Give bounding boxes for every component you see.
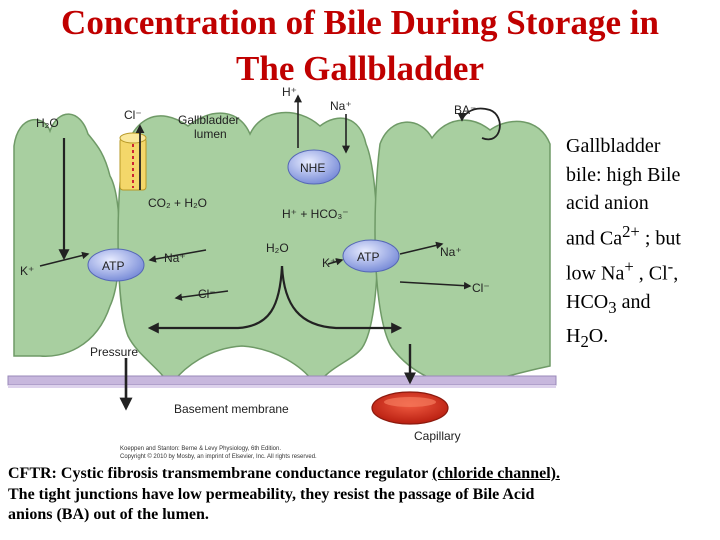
side-line-4a: and Ca xyxy=(566,227,623,250)
label-cl-top: Cl⁻ xyxy=(124,108,142,122)
side-description: Gallbladder bile: high Bile acid anion a… xyxy=(566,132,718,357)
side-line-4b: ; but xyxy=(639,227,681,250)
nhe-exchanger-icon xyxy=(287,149,341,185)
left-cell xyxy=(13,113,121,357)
atp-pump-left-icon xyxy=(87,248,145,282)
atp-pump-right-icon xyxy=(342,239,400,273)
capillary-vessel xyxy=(371,391,449,425)
side-line-5: low Na+ , Cl-, xyxy=(566,253,718,288)
label-pressure: Pressure xyxy=(90,345,138,359)
label-capillary: Capillary xyxy=(414,429,461,443)
ba-recycle-arrow xyxy=(457,107,501,141)
label-credit-1: Koeppen and Stanton: Berne & Levy Physio… xyxy=(120,446,281,452)
side-line-4: and Ca2+ ; but xyxy=(566,218,718,253)
label-basement: Basement membrane xyxy=(174,402,289,416)
side-line-7b: O. xyxy=(588,325,609,348)
na-left-arrow xyxy=(148,249,207,263)
slide-title: Concentration of Bile During Storage in … xyxy=(0,0,720,92)
k-left-arrow xyxy=(39,251,90,267)
label-atp-left: ATP xyxy=(102,259,124,273)
label-na-left: Na⁺ xyxy=(164,251,186,265)
caption: CFTR: Cystic fibrosis transmembrane cond… xyxy=(8,464,714,526)
na-right-arrow xyxy=(399,241,444,255)
label-atp-right: ATP xyxy=(357,250,379,264)
label-gb-lumen-2: lumen xyxy=(194,127,227,141)
label-h-plus: H⁺ xyxy=(282,86,297,99)
side-line-6-sub: 3 xyxy=(608,297,617,317)
caption-line-2: The tight junctions have low permeabilit… xyxy=(8,485,535,503)
basement-membrane-band xyxy=(7,375,557,386)
label-gb-lumen-1: Gallbladder xyxy=(178,113,239,127)
label-k-mid: K⁺ xyxy=(322,256,336,270)
label-na-right: Na⁺ xyxy=(440,245,462,259)
caption-line-3: anions (BA) out of the lumen. xyxy=(8,506,209,523)
label-h-hco3: H⁺ + HCO₃⁻ xyxy=(282,207,349,221)
middle-cell xyxy=(117,111,379,388)
caption-chloride-channel: (chloride channel). xyxy=(431,465,560,482)
h2o-mid-arrow-2 xyxy=(280,265,403,334)
side-line-4-sup: 2+ xyxy=(622,221,640,241)
label-na-top: Na⁺ xyxy=(330,99,352,113)
label-nhe: NHE xyxy=(300,161,325,175)
cl-right-arrow xyxy=(399,281,472,290)
label-h2o-top: H₂O xyxy=(36,116,59,130)
caption-line-1: CFTR: Cystic fibrosis transmembrane cond… xyxy=(8,464,714,485)
side-line-7-sub: 2 xyxy=(580,332,589,352)
side-line-7a: H xyxy=(566,325,581,348)
side-line-6b: and xyxy=(616,290,651,313)
side-line-5-sup1: + xyxy=(624,256,634,276)
side-line-7: H2O. xyxy=(566,322,718,357)
side-line-6: HCO3 and xyxy=(566,288,718,323)
cl-left-arrow xyxy=(174,290,229,301)
k-mid-arrow xyxy=(327,258,344,266)
side-line-3: acid anion xyxy=(566,192,649,214)
label-cl-right: Cl⁻ xyxy=(472,281,490,295)
side-line-6a: HCO xyxy=(566,290,609,313)
label-h2o-mid: H₂O xyxy=(266,241,289,255)
gallbladder-diagram: H₂O Cl⁻ Gallbladder lumen H⁺ Na⁺ BA⁻ NHE… xyxy=(7,86,557,460)
label-co2-h2o: CO₂ + H₂O xyxy=(148,196,207,210)
basement-membrane-band-2 xyxy=(8,385,556,388)
label-k-left: K⁺ xyxy=(20,264,34,278)
right-cell xyxy=(374,119,551,387)
caption-cftr: CFTR: Cystic fibrosis transmembrane cond… xyxy=(8,465,432,482)
title-line-1: Concentration of Bile During Storage in xyxy=(61,3,659,42)
side-line-2: bile: high Bile xyxy=(566,163,681,186)
h2o-mid-arrow xyxy=(147,265,284,334)
side-line-5b: , Cl xyxy=(633,262,668,285)
label-cl-left: Cl⁻ xyxy=(198,287,216,301)
label-credit-2: Copyright © 2010 by Mosby, an imprint of… xyxy=(120,453,317,460)
side-line-5a: low Na xyxy=(566,262,625,285)
title-line-2: The Gallbladder xyxy=(236,49,484,88)
label-ba: BA⁻ xyxy=(454,103,476,117)
side-line-5c: , xyxy=(673,262,679,285)
side-line-5-sup2: - xyxy=(667,256,674,276)
cftr-channel-icon xyxy=(119,132,147,191)
side-line-1: Gallbladder xyxy=(566,135,661,157)
